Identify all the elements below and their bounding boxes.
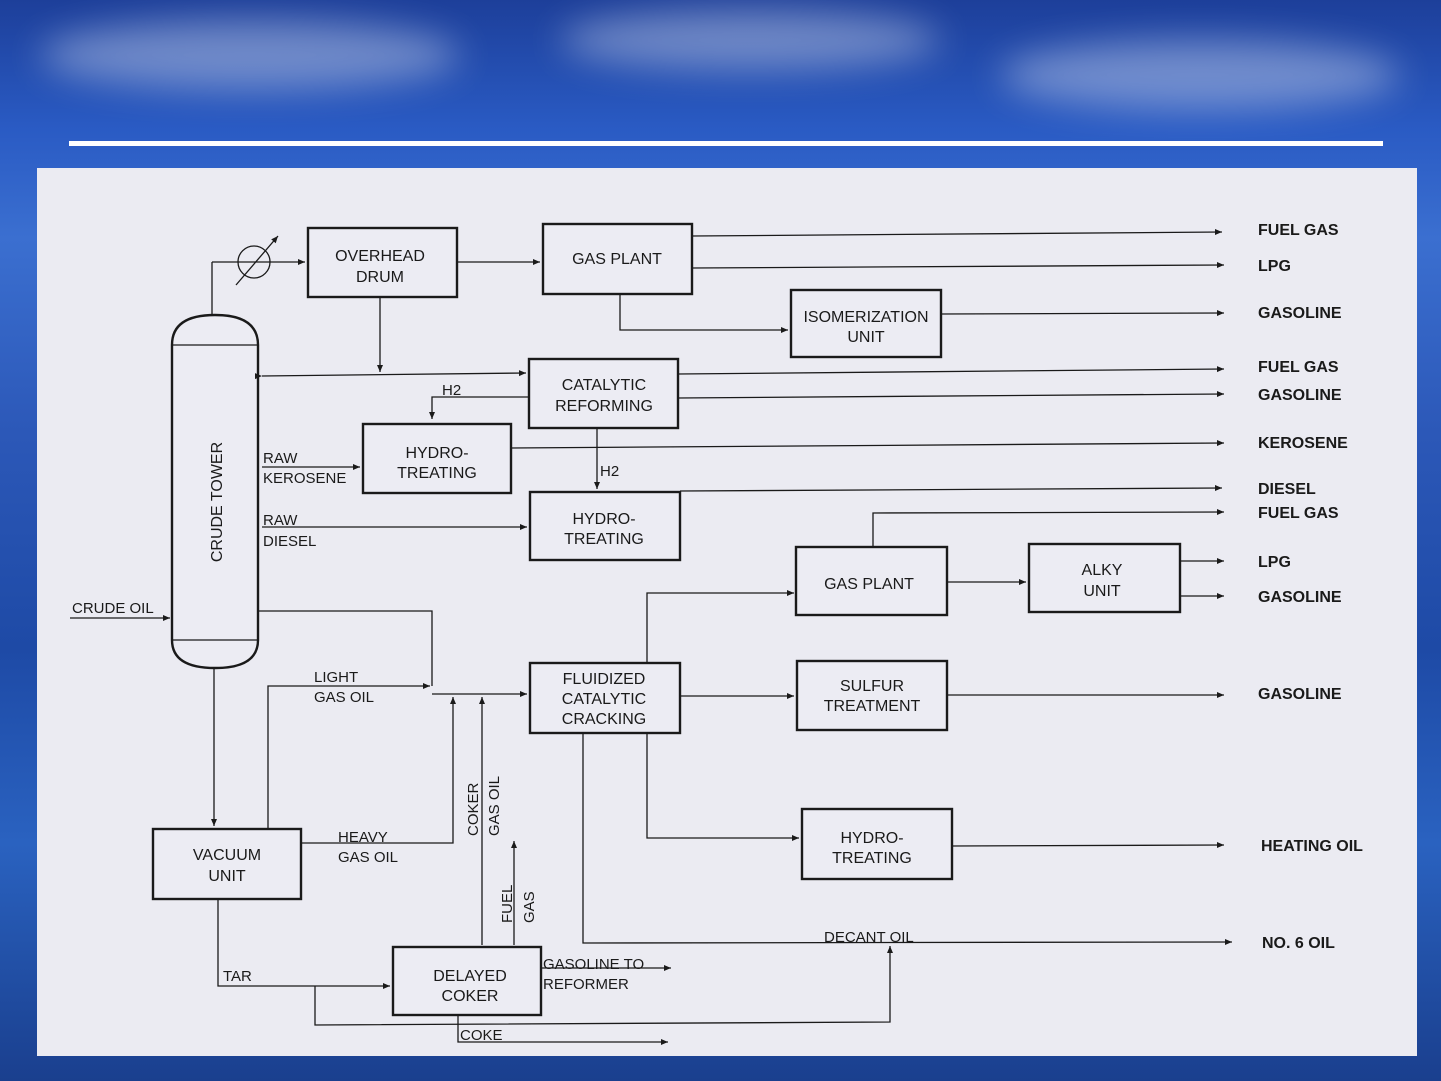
product-label: GASOLINE xyxy=(1258,589,1342,606)
coke-label: COKE xyxy=(460,1027,503,1044)
raw-kerosene-label: RAW xyxy=(263,450,298,467)
svg-text:TREATMENT: TREATMENT xyxy=(824,698,921,715)
fuel-gas-vertical-label: FUEL xyxy=(499,885,516,923)
svg-text:ISOMERIZATION: ISOMERIZATION xyxy=(803,309,928,326)
diagram-panel: CRUDE TOWER OVERHEAD DRUM GAS PLANT ISOM… xyxy=(37,168,1417,1056)
svg-text:OVERHEAD: OVERHEAD xyxy=(335,248,425,265)
product-label: KEROSENE xyxy=(1258,435,1348,452)
crude-tower-label: CRUDE TOWER xyxy=(209,442,226,562)
alky-unit-box: ALKY UNIT xyxy=(1027,542,1182,614)
svg-text:HYDRO-: HYDRO- xyxy=(405,445,468,462)
svg-text:TREATING: TREATING xyxy=(397,465,477,482)
gasoline-to-reformer-label: GASOLINE TO xyxy=(543,956,644,973)
svg-text:GAS: GAS xyxy=(521,891,538,923)
svg-text:UNIT: UNIT xyxy=(847,329,885,346)
svg-text:GAS OIL: GAS OIL xyxy=(314,689,374,706)
svg-text:REFORMING: REFORMING xyxy=(555,398,653,415)
svg-text:UNIT: UNIT xyxy=(1083,583,1121,600)
svg-text:CATALYTIC: CATALYTIC xyxy=(562,377,646,394)
product-labels: FUEL GAS LPG GASOLINE FUEL GAS GASOLINE … xyxy=(1258,222,1363,952)
light-gas-oil-label: LIGHT xyxy=(314,669,358,686)
product-label: GASOLINE xyxy=(1258,305,1342,322)
product-label: GASOLINE xyxy=(1258,387,1342,404)
svg-text:DRUM: DRUM xyxy=(356,269,404,286)
svg-text:HYDRO-: HYDRO- xyxy=(840,830,903,847)
vacuum-unit-box: VACUUM UNIT xyxy=(151,827,303,901)
gas-plant-box: GAS PLANT xyxy=(541,222,694,296)
sky-cloud xyxy=(1000,40,1400,110)
svg-text:DELAYED: DELAYED xyxy=(433,968,507,985)
fcc-box: FLUIDIZED CATALYTIC CRACKING xyxy=(528,661,682,735)
stream-labels: H2 H2 RAW KEROSENE RAW DIESEL CRUDE OIL … xyxy=(72,382,914,1044)
svg-text:VACUUM: VACUUM xyxy=(193,847,261,864)
catalytic-reforming-box: CATALYTIC REFORMING xyxy=(527,357,680,430)
svg-text:TREATING: TREATING xyxy=(564,531,644,548)
h2-label: H2 xyxy=(442,382,461,399)
svg-text:KEROSENE: KEROSENE xyxy=(263,470,346,487)
hydrotreating-heating-oil-box: HYDRO- TREATING xyxy=(800,807,954,881)
svg-text:GAS OIL: GAS OIL xyxy=(486,776,503,836)
svg-text:GAS PLANT: GAS PLANT xyxy=(572,251,662,268)
overhead-drum-box: OVERHEAD DRUM xyxy=(306,226,459,299)
product-label: LPG xyxy=(1258,554,1291,571)
svg-text:REFORMER: REFORMER xyxy=(543,976,629,993)
product-label: FUEL GAS xyxy=(1258,505,1339,522)
svg-text:GAS OIL: GAS OIL xyxy=(338,849,398,866)
product-label: DIESEL xyxy=(1258,481,1316,498)
svg-text:GAS PLANT: GAS PLANT xyxy=(824,576,914,593)
svg-text:TREATING: TREATING xyxy=(832,850,912,867)
tar-label: TAR xyxy=(223,968,252,985)
svg-text:CATALYTIC: CATALYTIC xyxy=(562,691,646,708)
hydrotreating-diesel-box: HYDRO- TREATING xyxy=(528,490,682,562)
product-label: GASOLINE xyxy=(1258,686,1342,703)
sulfur-treatment-box: SULFUR TREATMENT xyxy=(795,659,949,732)
delayed-coker-box: DELAYED COKER xyxy=(391,945,543,1017)
svg-text:COKER: COKER xyxy=(442,988,499,1005)
crude-oil-label: CRUDE OIL xyxy=(72,600,154,617)
raw-diesel-label: RAW xyxy=(263,512,298,529)
svg-text:FLUIDIZED: FLUIDIZED xyxy=(563,671,646,688)
product-label: HEATING OIL xyxy=(1261,838,1363,855)
svg-text:HYDRO-: HYDRO- xyxy=(572,511,635,528)
decant-oil-label: DECANT OIL xyxy=(824,929,914,946)
title-underline-rule xyxy=(69,141,1383,146)
product-label: FUEL GAS xyxy=(1258,359,1339,376)
flow-lines xyxy=(70,229,1233,1045)
condenser-symbol xyxy=(211,235,305,315)
product-label: FUEL GAS xyxy=(1258,222,1339,239)
refinery-flow-diagram: CRUDE TOWER OVERHEAD DRUM GAS PLANT ISOM… xyxy=(70,222,1363,1045)
product-label: NO. 6 OIL xyxy=(1262,935,1335,952)
coker-gas-oil-label: COKER xyxy=(465,782,482,836)
hydrotreating-kerosene-box: HYDRO- TREATING xyxy=(361,422,513,495)
crude-tower: CRUDE TOWER xyxy=(170,313,260,670)
svg-text:UNIT: UNIT xyxy=(208,868,246,885)
h2-label: H2 xyxy=(600,463,619,480)
svg-text:DIESEL: DIESEL xyxy=(263,533,316,550)
svg-text:SULFUR: SULFUR xyxy=(840,678,904,695)
svg-text:ALKY: ALKY xyxy=(1082,562,1123,579)
sky-cloud xyxy=(40,20,460,90)
heavy-gas-oil-label: HEAVY xyxy=(338,829,388,846)
isomerization-unit-box: ISOMERIZATION UNIT xyxy=(789,288,943,359)
svg-text:CRACKING: CRACKING xyxy=(562,711,646,728)
product-label: LPG xyxy=(1258,258,1291,275)
gas-plant-2-box: GAS PLANT xyxy=(794,545,949,617)
sky-cloud xyxy=(560,10,940,70)
